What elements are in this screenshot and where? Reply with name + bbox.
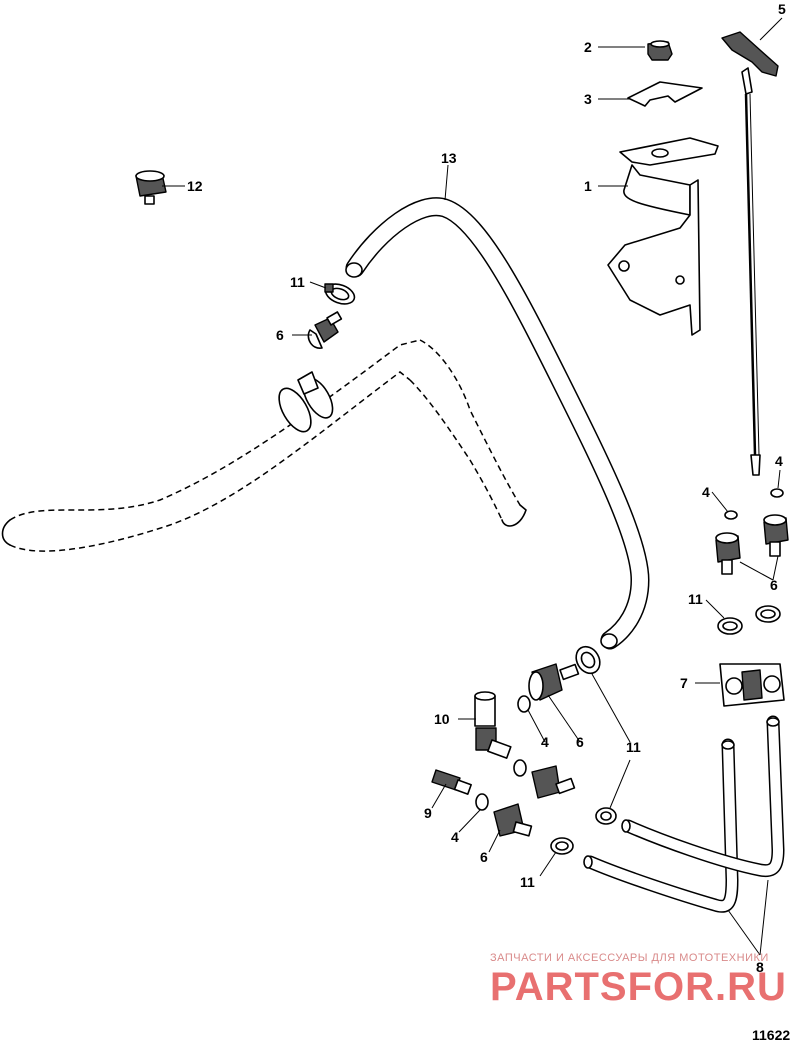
washer-4-lower [513,759,527,777]
watermark-brand: PARTSFOR.RU [490,965,787,1009]
fitting-6-center-b [531,765,576,799]
hose-13 [345,197,650,650]
callout-8: 8 [756,959,764,975]
hose-8 [583,715,785,913]
callout-12: 12 [187,178,203,194]
washer-4-center [517,695,531,713]
callout-11-top: 11 [290,274,305,290]
callout-1: 1 [584,178,592,194]
drain-plug-12 [135,170,167,205]
callout-5: 5 [778,1,786,17]
fitting-6-center-a [528,663,580,701]
callouts: 1 2 3 5 12 13 11 6 4 4 6 11 7 10 4 6 11 … [187,1,786,975]
clamp-11-bottom-a [595,807,617,825]
fitting-6-right-a [715,532,741,575]
callout-6-top: 6 [276,327,284,343]
figure-number: 11622 [752,1027,790,1043]
callout-6-center: 6 [576,734,584,750]
callout-11-center: 11 [626,739,641,755]
callout-6-bottom: 6 [480,849,488,865]
callout-6-right: 6 [770,577,778,593]
tee-10 [474,691,512,759]
callout-3: 3 [584,91,592,107]
clamp-11-middle [575,645,601,675]
callout-11-bottom: 11 [520,874,535,890]
callout-11-right: 11 [688,591,703,607]
watermark-caption: ЗАПЧАСТИ И АКСЕССУАРЫ ДЛЯ МОТОТЕХНИКИ [490,952,769,964]
callout-4-right-a: 4 [702,484,710,500]
callout-4-bottom: 4 [451,829,459,845]
washer-4-right-b [770,488,784,498]
phantom-hose [1,339,527,552]
cap-2 [647,40,673,61]
callout-9: 9 [424,805,432,821]
washer-4-bottom [475,793,489,811]
watermark: ЗАПЧАСТИ И АКСЕССУАРЫ ДЛЯ МОТОТЕХНИКИ PA… [490,952,787,1009]
clamp-11-top [324,283,356,305]
callout-2: 2 [584,39,592,55]
plate-3 [627,81,703,107]
clamps-11-right [717,605,781,635]
callout-7: 7 [680,675,688,691]
fitting-6-top [307,311,343,349]
washer-4-right-a [724,510,738,520]
callout-13: 13 [441,150,457,166]
fitting-6-bottom [493,803,533,837]
connector-7 [719,663,785,707]
leader-lines [162,17,783,956]
fitting-6-right-b [763,514,789,557]
bracket-1 [607,137,719,336]
dipstick-5 [721,31,779,476]
fitting-9 [431,769,472,795]
clamp-11-bottom-b [550,837,574,855]
phantom-hose-clamp [278,371,334,433]
callout-4-right-b: 4 [775,453,783,469]
callout-10: 10 [434,711,450,727]
callout-4-center: 4 [541,734,549,750]
